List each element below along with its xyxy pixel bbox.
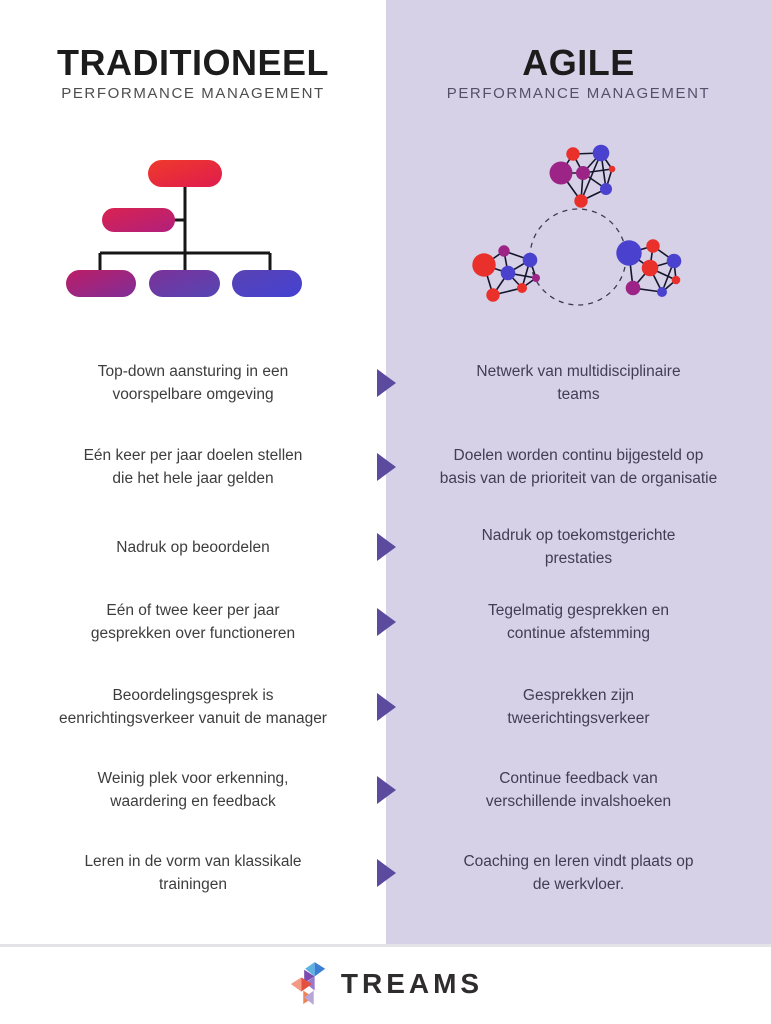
agile-panel-background xyxy=(386,0,771,947)
agile-title: AGILE xyxy=(522,42,635,83)
agile-point: Gesprekken zijn tweerichtingsverkeer xyxy=(507,687,650,727)
traditioneel-point: Top-down aansturing in een voorspelbare … xyxy=(97,363,289,403)
traditioneel-point: Beoordelingsgesprek is eenrichtingsverke… xyxy=(59,687,327,727)
traditioneel-title: TRADITIONEEL xyxy=(57,42,329,83)
comparison-row: Beoordelingsgesprek is eenrichtingsverke… xyxy=(0,684,771,730)
arrow-right-icon xyxy=(377,693,396,721)
agile-point: Continue feedback van verschillende inva… xyxy=(485,770,672,810)
traditioneel-subtitle: PERFORMANCE MANAGEMENT xyxy=(61,85,325,102)
arrow-right-icon xyxy=(377,453,396,481)
comparison-row: Eén keer per jaar doelen stellen die het… xyxy=(0,444,771,490)
footer-divider xyxy=(0,944,771,947)
comparison-row: Nadruk op beoordelen Nadruk op toekomstg… xyxy=(0,524,771,570)
arrow-right-icon xyxy=(377,608,396,636)
comparison-row: Weinig plek voor erkenning, waardering e… xyxy=(0,767,771,813)
agile-subtitle: PERFORMANCE MANAGEMENT xyxy=(446,85,711,102)
agile-header: AGILE PERFORMANCE MANAGEMENT xyxy=(386,42,771,103)
brand-name: TREAMS xyxy=(340,968,484,999)
footer: TREAMS xyxy=(0,947,771,1021)
network-graphic xyxy=(472,144,682,306)
agile-point: Coaching en leren vindt plaats op de wer… xyxy=(463,853,694,893)
agile-point: Nadruk op toekomstgerichte prestaties xyxy=(481,527,676,567)
comparison-row: Eén of twee keer per jaar gesprekken ove… xyxy=(0,599,771,645)
traditioneel-point: Nadruk op beoordelen xyxy=(116,538,270,556)
comparison-row: Leren in de vorm van klassikale training… xyxy=(0,850,771,896)
agile-point: Doelen worden continu bijgesteld op basi… xyxy=(439,447,718,487)
traditioneel-point: Eén keer per jaar doelen stellen die het… xyxy=(83,447,303,487)
agile-point: Tegelmatig gesprekken en continue afstem… xyxy=(488,602,669,642)
traditioneel-point: Weinig plek voor erkenning, waardering e… xyxy=(97,770,289,810)
arrow-right-icon xyxy=(377,533,396,561)
org-chart-graphic xyxy=(66,160,302,297)
traditioneel-header: TRADITIONEEL PERFORMANCE MANAGEMENT xyxy=(0,42,386,103)
traditioneel-point: Eén of twee keer per jaar gesprekken ove… xyxy=(90,602,296,642)
arrow-right-icon xyxy=(377,859,396,887)
comparison-row: Top-down aansturing in een voorspelbare … xyxy=(0,360,771,406)
agile-point: Netwerk van multidisciplinaire teams xyxy=(476,363,681,403)
traditioneel-point: Leren in de vorm van klassikale training… xyxy=(84,853,302,893)
arrow-right-icon xyxy=(377,369,396,397)
arrow-right-icon xyxy=(377,776,396,804)
treams-logo-mark xyxy=(290,962,326,1005)
